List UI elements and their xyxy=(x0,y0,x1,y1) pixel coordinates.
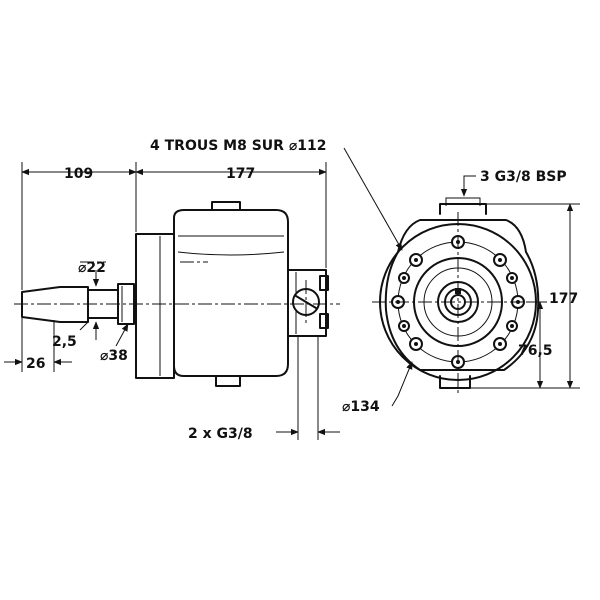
mounting-flange xyxy=(135,233,175,379)
top-boss xyxy=(211,201,241,211)
dim-177-h-label: 177 xyxy=(226,166,255,182)
dim-76-5-label: 76,5 xyxy=(518,343,553,359)
dim-2-5-label: 2,5 xyxy=(52,334,77,350)
dia-134-leader xyxy=(391,361,413,407)
labels: 4 TROUS M8 SUR ⌀112 3 G3/8 BSP 2 x G3/8 … xyxy=(26,138,578,442)
dim-26-label: 26 xyxy=(26,356,45,372)
port-cap-upper xyxy=(319,275,329,291)
port-cap-lower xyxy=(319,313,329,329)
dim-109-label: 109 xyxy=(64,166,93,182)
front-top-boss xyxy=(439,203,487,215)
holes-label: 4 TROUS M8 SUR ⌀112 xyxy=(150,138,326,154)
front-view xyxy=(372,197,548,396)
holes-leader xyxy=(343,147,403,251)
bottom-boss xyxy=(215,375,241,387)
port-top-label: 3 G3/8 BSP xyxy=(480,169,567,185)
valve-block xyxy=(287,269,327,337)
dimension-lines xyxy=(4,147,580,440)
dia-22-label: ⌀22 xyxy=(78,260,106,276)
dia-134-label: ⌀134 xyxy=(342,399,380,415)
dim-177-v-label: 177 xyxy=(549,291,578,307)
pump-body xyxy=(173,209,289,377)
front-bottom-boss xyxy=(439,375,471,389)
ports-bottom-label: 2 x G3/8 xyxy=(188,426,253,442)
side-view xyxy=(14,201,340,387)
dia-38-label: ⌀38 xyxy=(100,348,128,364)
port-leader xyxy=(460,175,476,197)
